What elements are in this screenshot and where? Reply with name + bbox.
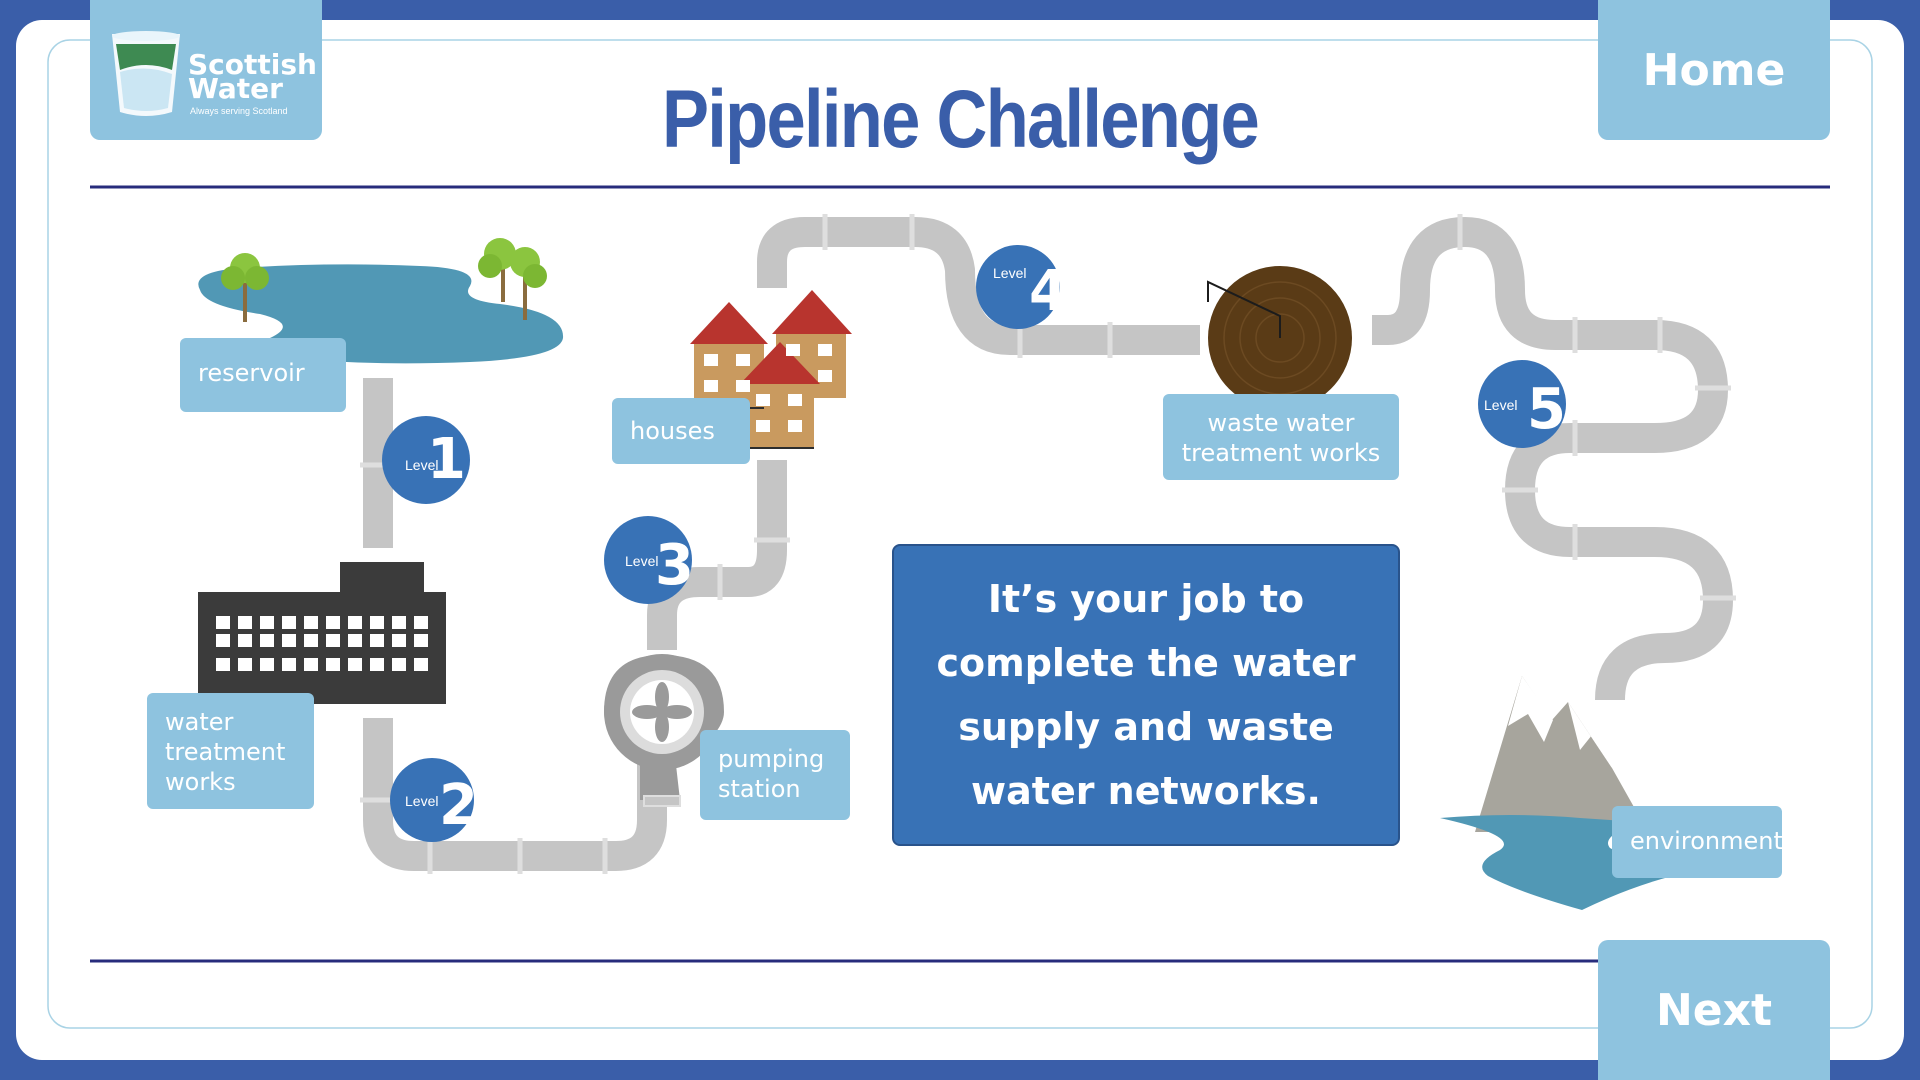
factory-window xyxy=(238,658,252,671)
factory-window xyxy=(370,616,384,629)
level-word: Level xyxy=(405,793,438,809)
instruction-box: It’s your job to complete the water supp… xyxy=(892,544,1400,846)
logo-box[interactable]: Scottish Water Always serving Scotland xyxy=(90,0,322,140)
factory-window xyxy=(282,634,296,647)
factory-window xyxy=(216,616,230,629)
level-badge-2[interactable]: 2 Level xyxy=(390,758,478,842)
factory-window xyxy=(216,634,230,647)
factory-window xyxy=(216,658,230,671)
level-number: 3 xyxy=(655,533,694,598)
level-word: Level xyxy=(405,457,438,473)
factory-window xyxy=(326,634,340,647)
factory-window xyxy=(392,634,406,647)
treatment-tank-icon xyxy=(1207,266,1352,410)
page-title: Pipeline Challenge xyxy=(661,74,1260,165)
level-word: Level xyxy=(1484,397,1517,413)
factory-window xyxy=(304,616,318,629)
factory-window xyxy=(326,658,340,671)
factory-window xyxy=(238,616,252,629)
factory-window xyxy=(304,634,318,647)
factory-window xyxy=(414,634,428,647)
factory-window xyxy=(414,658,428,671)
instruction-text: It’s your job to complete the water supp… xyxy=(936,577,1356,813)
factory-window xyxy=(260,616,274,629)
factory-icon xyxy=(198,562,446,704)
level-badge-5[interactable]: 5 Level xyxy=(1478,360,1566,448)
home-button[interactable]: Home xyxy=(1598,0,1830,140)
houses-icon xyxy=(690,290,852,449)
logo-tagline: Always serving Scotland xyxy=(190,106,288,116)
label-houses[interactable]: houses xyxy=(612,398,750,464)
level-number: 4 xyxy=(1029,259,1068,324)
factory-window xyxy=(348,634,362,647)
logo-line1: Scottish xyxy=(188,48,317,81)
tree-icon xyxy=(221,253,269,322)
level-badge-1[interactable]: 1 Level xyxy=(382,416,470,504)
pump-icon xyxy=(604,654,724,807)
factory-window xyxy=(326,616,340,629)
level-badge-4[interactable]: 4 Level xyxy=(976,245,1068,329)
factory-window xyxy=(282,658,296,671)
factory-window xyxy=(260,634,274,647)
factory-window xyxy=(370,634,384,647)
level-number: 2 xyxy=(439,773,478,838)
label-waste-water-treatment-works[interactable]: waste water treatment works xyxy=(1163,394,1399,480)
label-water-treatment-works[interactable]: water treatment works xyxy=(147,693,314,809)
factory-window xyxy=(370,658,384,671)
level-word: Level xyxy=(993,265,1026,281)
factory-window xyxy=(304,658,318,671)
factory-window xyxy=(282,616,296,629)
label-pumping-station[interactable]: pumping station xyxy=(700,730,850,820)
level-number: 1 xyxy=(427,427,466,492)
factory-window xyxy=(238,634,252,647)
factory-window xyxy=(348,616,362,629)
logo-line2: Water xyxy=(188,72,283,105)
level-badge-3[interactable]: 3 Level xyxy=(604,516,694,604)
next-button[interactable]: Next xyxy=(1598,940,1830,1080)
factory-window xyxy=(260,658,274,671)
glass-icon xyxy=(112,31,180,116)
factory-window xyxy=(392,616,406,629)
label-environment[interactable]: environment xyxy=(1612,806,1783,878)
level-number: 5 xyxy=(1527,377,1566,442)
factory-window xyxy=(392,658,406,671)
tree-icon xyxy=(478,238,547,320)
mountain-icon xyxy=(1440,676,1690,910)
factory-window xyxy=(348,658,362,671)
level-word: Level xyxy=(625,553,658,569)
factory-window xyxy=(414,616,428,629)
label-reservoir[interactable]: reservoir xyxy=(180,338,346,412)
